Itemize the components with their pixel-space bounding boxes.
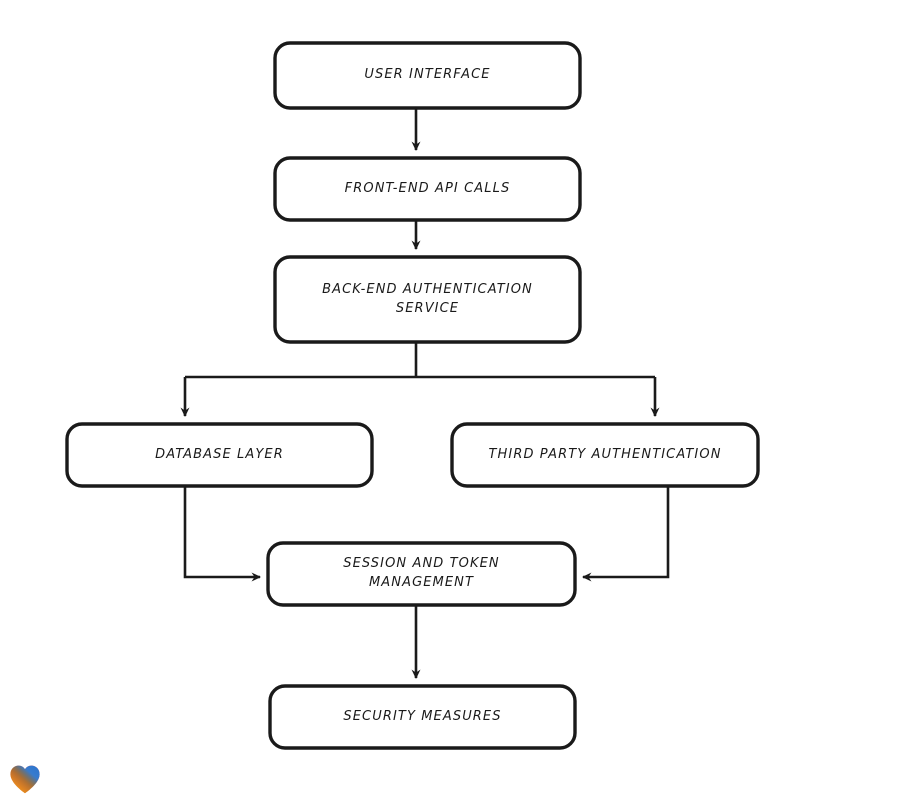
node-shape-session-and-token-management: [266, 541, 577, 607]
node-shape-third-party-authentication: [450, 422, 760, 488]
edge-database-to-session: [183, 486, 261, 582]
heart-icon: [10, 765, 40, 794]
node-shape-user-interface: [273, 41, 582, 110]
node-shape-back-end-authentication-service: [273, 255, 582, 344]
node-shape-front-end-api-calls: [273, 156, 582, 222]
node-shape-database-layer: [65, 422, 374, 488]
edge-thirdparty-to-session: [582, 486, 670, 582]
node-shape-security-measures: [268, 684, 577, 750]
